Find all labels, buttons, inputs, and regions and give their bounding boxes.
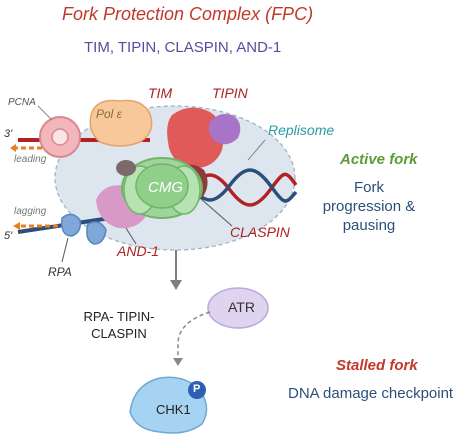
dna-damage-checkpoint-label: DNA damage checkpoint [288,385,454,402]
leading-label: leading [14,154,47,165]
tipin-label: TIPIN [212,85,248,101]
lagging-label: lagging [14,206,47,217]
three-prime-label: 3' [4,128,13,140]
claspin-label: CLASPIN [230,224,290,240]
cmg-core [135,163,189,209]
rpa-label: RPA [48,265,72,279]
phospho-circle [188,381,206,399]
tipin-protein [208,114,241,145]
and1-leader [125,227,137,245]
figure-title: Fork Protection Complex (FPC) [62,4,314,24]
replisome-leader [247,139,266,161]
cmg-label: CMG [148,179,183,196]
leading-arrowhead [10,144,16,152]
atr-protein [207,287,269,329]
pol-epsilon [89,99,153,147]
dna-helix-blue [188,168,298,203]
pcna-label: PCNA [8,97,36,108]
stalled-fork-label: Stalled fork [336,357,418,374]
five-prime-label: 5' [4,230,13,242]
chk1-protein [129,376,208,434]
protein-list: TIM, TIPIN, CLASPIN, AND-1 [84,39,282,56]
atr-to-chk1-arrowhead [173,358,183,366]
and1-label: AND-1 [117,243,160,259]
chk1-label: CHK1 [156,402,191,417]
rpa-protein-1 [60,213,82,237]
replisome-label: Replisome [268,122,335,138]
dna-helix-red [188,172,298,207]
pcna-leader [37,105,53,121]
rpa-tipin-claspin-label: RPA- TIPIN-CLASPIN [83,309,155,341]
phospho-label: P [193,383,201,395]
down-arrowhead [170,280,182,290]
tim-protein [167,107,224,169]
atr-to-chk1-path [177,311,211,360]
pol-epsilon-label: Pol ε [96,107,122,121]
active-fork-label: Active fork [340,151,418,168]
rpa-protein-2 [86,221,107,245]
claspin-leader [199,197,233,227]
tim-label: TIM [148,85,173,101]
atr-label: ATR [228,299,255,315]
lagging-arrowhead [13,222,20,230]
cmg-connector [116,160,136,176]
pcna-hole [51,128,69,146]
fork-progression-label: Fork progression & pausing [322,179,416,234]
rpa-leader [61,237,69,263]
